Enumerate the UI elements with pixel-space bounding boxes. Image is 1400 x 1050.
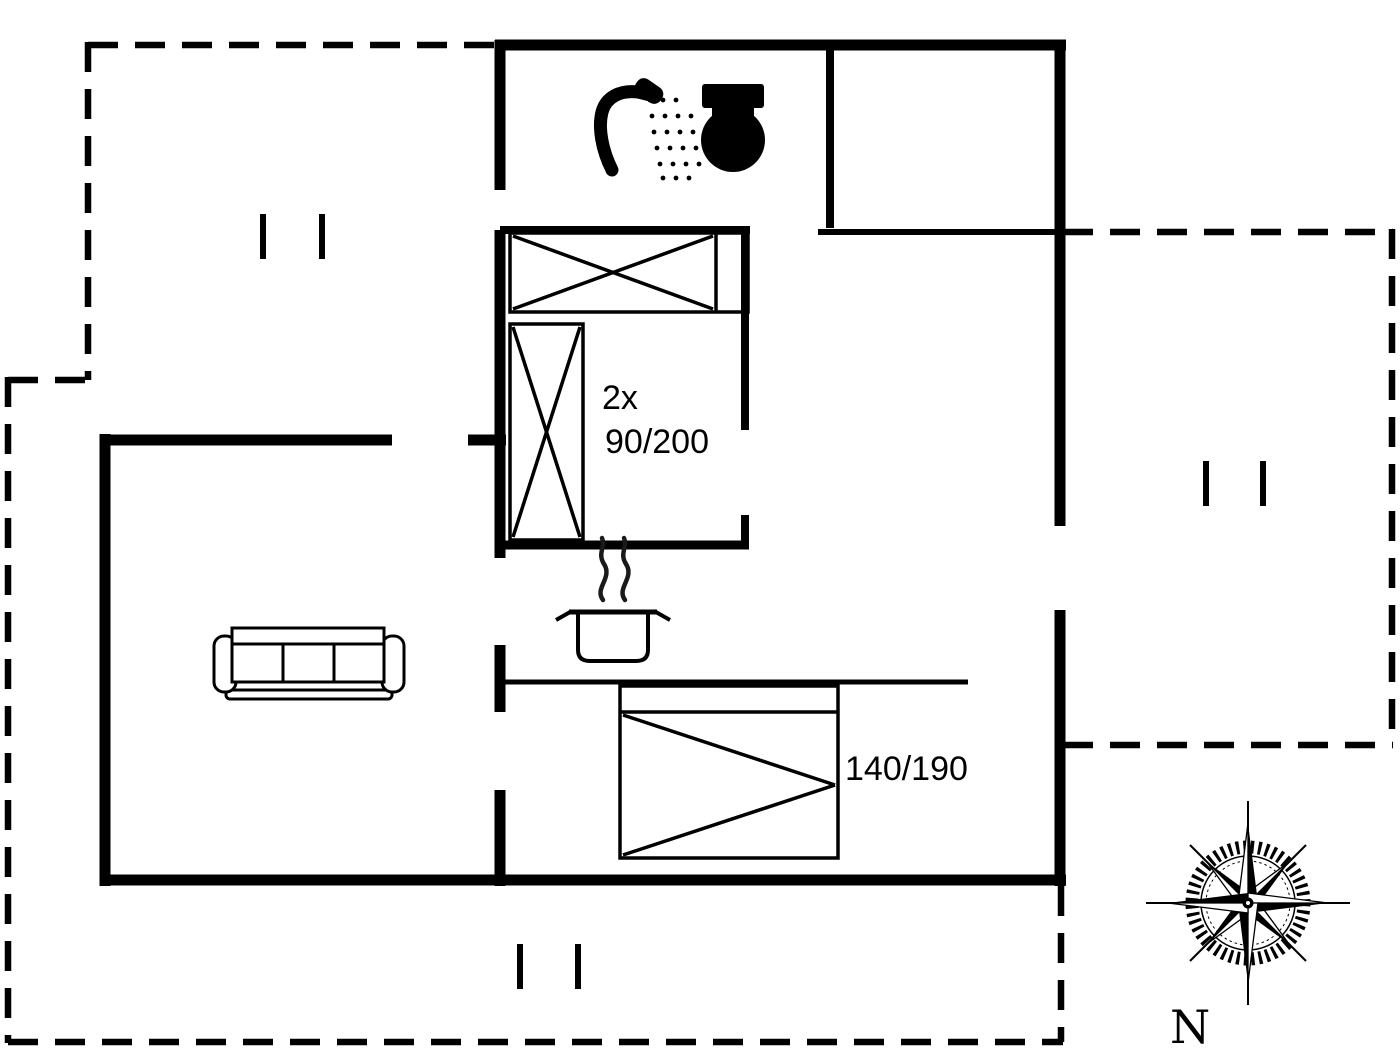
single-bed-horizontal	[508, 231, 750, 314]
bedroom1-bed-size-label: 90/200	[605, 423, 709, 461]
interior-walls	[500, 45, 1060, 685]
window-marker-bottom	[517, 944, 581, 989]
shower-spray-dots	[647, 97, 702, 181]
toilet-icon	[701, 84, 765, 172]
double-bed	[618, 684, 840, 860]
terrace-outline-left-bottom	[4, 376, 1065, 1046]
exterior-walls	[99, 39, 1066, 886]
cooking-pot-icon	[555, 609, 671, 663]
shower-icon	[593, 78, 702, 181]
single-bed-vertical	[508, 322, 585, 542]
steam-icon	[598, 535, 631, 603]
sofa-icon	[212, 626, 406, 701]
terrace-outline-top-left	[84, 41, 500, 380]
compass-north-label: N	[1170, 1000, 1210, 1050]
bedroom1-bed-count-label: 2x	[602, 379, 638, 417]
window-marker-top-left	[260, 214, 325, 259]
bedroom2-bed-size-label: 140/190	[845, 750, 968, 788]
compass-rose-icon	[1146, 801, 1350, 1005]
terrace-outline-right	[1063, 228, 1396, 749]
window-marker-right	[1203, 461, 1266, 506]
